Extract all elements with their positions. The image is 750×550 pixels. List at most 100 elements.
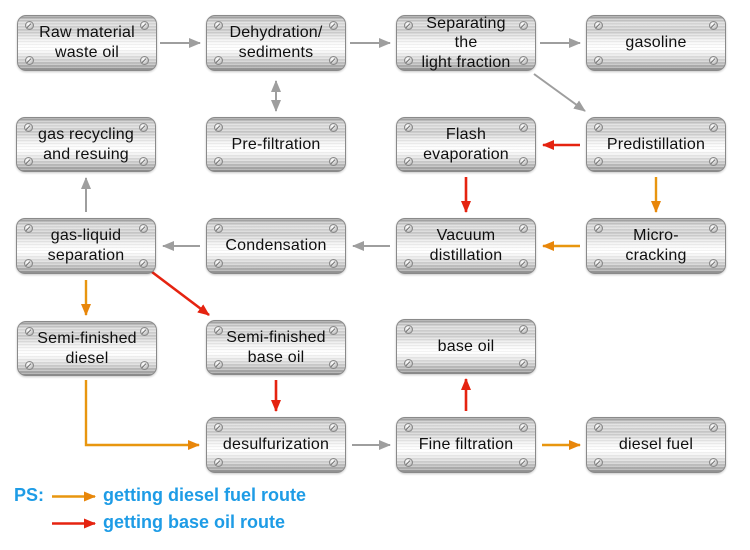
legend-diesel-route-label: getting diesel fuel route — [103, 485, 307, 505]
screw-icon — [25, 327, 34, 336]
screw-icon — [139, 224, 148, 233]
screw-icon — [519, 56, 528, 65]
screw-icon — [404, 157, 413, 166]
node-diesel-fuel: diesel fuel — [586, 417, 726, 473]
screw-icon — [25, 361, 34, 370]
edge-separating-to-predistillation — [533, 73, 586, 112]
screw-icon — [404, 423, 413, 432]
node-label: Vacuum distillation — [429, 227, 503, 264]
node-separating-the-light-fraction: Separating the light fraction — [396, 15, 536, 71]
screw-icon — [709, 21, 718, 30]
screw-icon — [594, 56, 603, 65]
screw-icon — [404, 224, 413, 233]
node-label: Dehydration/ sediments — [229, 24, 323, 61]
node-label: Predistillation — [606, 135, 706, 153]
node-micro-cracking: Micro-cracking — [586, 218, 726, 274]
node-label: gas-liquid separation — [47, 227, 125, 264]
node-label: Separating the light fraction — [421, 14, 511, 71]
screw-icon — [594, 458, 603, 467]
screw-icon — [404, 359, 413, 368]
screw-icon — [24, 224, 33, 233]
node-label: Micro-cracking — [625, 227, 687, 264]
node-pre-filtration: Pre-filtration — [206, 117, 346, 172]
node-label: Condensation — [225, 237, 327, 255]
screw-icon — [519, 325, 528, 334]
diesel-route-arrow-icon — [52, 491, 96, 502]
node-label: Semi-finished diesel — [37, 329, 137, 367]
screw-icon — [329, 326, 338, 335]
screw-icon — [519, 123, 528, 132]
screw-icon — [404, 458, 413, 467]
screw-icon — [519, 359, 528, 368]
screw-icon — [214, 21, 223, 30]
screw-icon — [594, 123, 603, 132]
node-predistillation: Predistillation — [586, 117, 726, 172]
screw-icon — [519, 458, 528, 467]
node-label: Raw material waste oil — [39, 24, 135, 61]
node-semi-finished-diesel: Semi-finished diesel — [17, 321, 157, 376]
node-base-oil: base oil — [396, 319, 536, 374]
screw-icon — [404, 21, 413, 30]
node-label: diesel fuel — [618, 436, 694, 454]
screw-icon — [519, 423, 528, 432]
screw-icon — [24, 259, 33, 268]
node-label: gasoline — [625, 34, 687, 52]
node-label: Pre-filtration — [231, 135, 321, 153]
screw-icon — [329, 123, 338, 132]
screw-icon — [709, 224, 718, 233]
node-semi-finished-base-oil: Semi-finished base oil — [206, 320, 346, 375]
screw-icon — [214, 423, 223, 432]
screw-icon — [709, 56, 718, 65]
screw-icon — [214, 157, 223, 166]
screw-icon — [519, 259, 528, 268]
screw-icon — [329, 224, 338, 233]
screw-icon — [329, 423, 338, 432]
screw-icon — [404, 325, 413, 334]
screw-icon — [24, 157, 33, 166]
screw-icon — [139, 259, 148, 268]
screw-icon — [404, 56, 413, 65]
screw-icon — [594, 423, 603, 432]
node-label: desulfurization — [222, 436, 330, 454]
node-label: base oil — [437, 337, 495, 355]
screw-icon — [214, 458, 223, 467]
screw-icon — [404, 259, 413, 268]
screw-icon — [25, 56, 34, 65]
edge-semi-finished-diesel-to-desulfurization — [84, 380, 200, 450]
screw-icon — [404, 123, 413, 132]
node-fine-filtration: Fine filtration — [396, 417, 536, 473]
screw-icon — [24, 123, 33, 132]
node-label: gas recycling and resuing — [38, 125, 134, 163]
screw-icon — [140, 327, 149, 336]
screw-icon — [214, 259, 223, 268]
node-dehydration-sediments: Dehydration/ sediments — [206, 15, 346, 71]
screw-icon — [594, 157, 603, 166]
screw-icon — [139, 157, 148, 166]
node-label: Semi-finished base oil — [226, 328, 326, 366]
screw-icon — [329, 259, 338, 268]
screw-icon — [25, 21, 34, 30]
node-label: Fine filtration — [418, 436, 514, 454]
screw-icon — [594, 259, 603, 268]
node-vacuum-distillation: Vacuum distillation — [396, 218, 536, 274]
screw-icon — [594, 21, 603, 30]
screw-icon — [214, 360, 223, 369]
screw-icon — [594, 224, 603, 233]
node-gas-liquid-separation: gas-liquid separation — [16, 218, 156, 274]
screw-icon — [519, 21, 528, 30]
screw-icon — [709, 423, 718, 432]
legend-base-oil-route-label: getting base oil route — [103, 512, 286, 532]
screw-icon — [709, 458, 718, 467]
screw-icon — [519, 224, 528, 233]
legend-ps-label: PS: — [14, 485, 45, 505]
node-flash-evaporation: Flash evaporation — [396, 117, 536, 172]
screw-icon — [329, 360, 338, 369]
node-condensation: Condensation — [206, 218, 346, 274]
base-oil-route-arrow-icon — [52, 518, 96, 529]
node-desulfurization: desulfurization — [206, 417, 346, 473]
node-gasoline: gasoline — [586, 15, 726, 71]
screw-icon — [519, 157, 528, 166]
node-label: Flash evaporation — [423, 125, 509, 163]
